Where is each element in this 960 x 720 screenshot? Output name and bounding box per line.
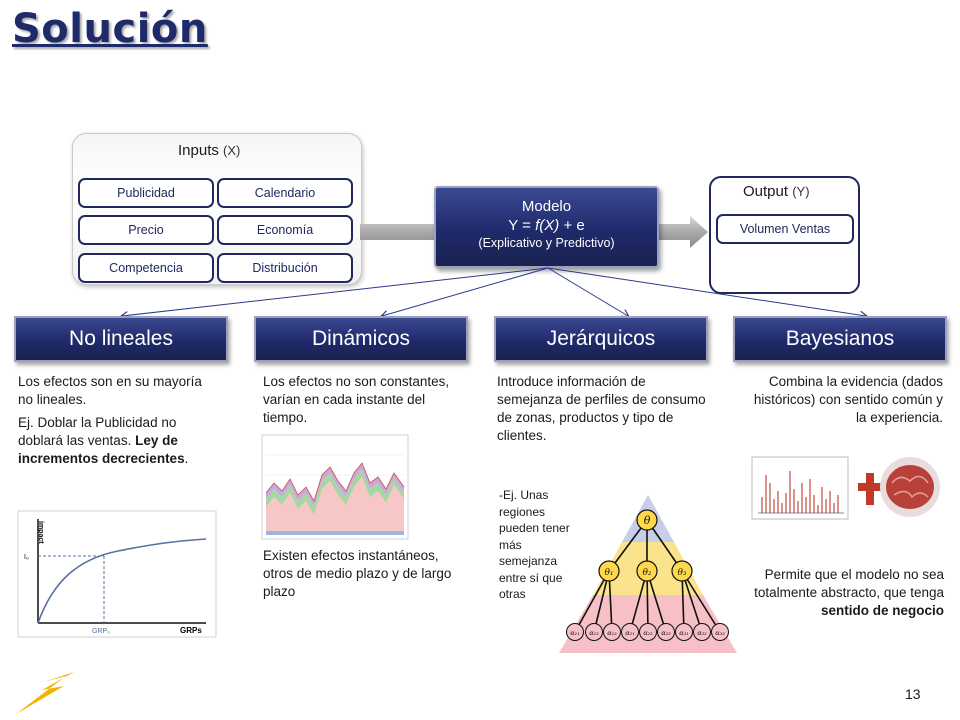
hier-label-bot-4: α₂₁: [625, 629, 635, 637]
model-eq-prefix: Y =: [508, 217, 536, 234]
bayesianos-text1: Combina la evidencia (dados históricos) …: [753, 374, 943, 425]
chart-y-marker: I₀: [24, 554, 29, 561]
category-dinamicos: Dinámicos: [254, 316, 468, 362]
no-lineales-text2c: .: [184, 451, 189, 466]
diminishing-returns-chart: impact I₀ GRP₀ GRPs: [17, 510, 217, 638]
hier-label-mid-2: θ₂: [642, 568, 651, 578]
inputs-title-paren: (X): [223, 143, 241, 158]
category-bayesianos: Bayesianos: [733, 316, 947, 362]
model-eq-func: f(X): [535, 217, 560, 234]
model-eq-suffix: + e: [559, 217, 585, 234]
dinamicos-text2: Existen efectos instantáneos, otros de m…: [263, 548, 452, 599]
hier-label-mid-1: θ₁: [604, 568, 613, 578]
output-title-text: Output: [743, 183, 789, 200]
output-title: Output (Y): [743, 183, 810, 200]
category-no-lineales: No lineales: [14, 316, 228, 362]
hier-label-bot-8: α₃₂: [697, 629, 707, 637]
no-lineales-text1: Los efectos son en su mayoría no lineale…: [18, 374, 202, 407]
histogram-thumbnail: [751, 456, 849, 520]
jerarquicos-text1: Introduce información de semejanza de pe…: [497, 374, 706, 443]
hier-label-bot-3: α₁₃: [607, 629, 617, 637]
category-jerarquicos: Jerárquicos: [494, 316, 708, 362]
bayesianos-text2b: sentido de negocio: [820, 603, 944, 618]
hier-label-mid-3: θ₃: [677, 568, 686, 578]
node-theta3: [671, 560, 693, 582]
hier-label-bot-2: α₁₂: [589, 629, 599, 637]
model-subtitle: (Explicativo y Predictivo): [478, 236, 615, 250]
model-equation: Y = f(X) + e: [436, 216, 657, 235]
plus-icon: [858, 473, 882, 505]
input-pill-calendario: Calendario: [217, 178, 353, 208]
output-pill-volumen: Volumen Ventas: [716, 214, 854, 244]
output-title-paren: (Y): [792, 184, 810, 199]
model-box: Modelo Y = f(X) + e (Explicativo y Predi…: [434, 186, 659, 268]
time-series-image: [261, 434, 409, 540]
hier-label-bot-7: α₃₁: [679, 629, 689, 637]
chart-x-marker: GRP₀: [92, 628, 110, 635]
node-theta: [636, 509, 658, 531]
inputs-panel: Inputs (X) Publicidad Calendario Precio …: [72, 133, 362, 285]
no-lineales-text2: Ej. Doblar la Publicidad no doblará las …: [18, 414, 214, 468]
no-lineales-text2a: Ej. Doblar la Publicidad no doblará las …: [18, 415, 177, 448]
brain-icon: [880, 457, 940, 517]
hier-label-bot-1: α₁₁: [570, 629, 580, 637]
hier-label-top: θ: [644, 514, 651, 527]
input-pill-competencia: Competencia: [78, 253, 214, 283]
dinamicos-text1: Los efectos no son constantes, varían en…: [263, 374, 450, 425]
input-pill-publicidad: Publicidad: [78, 178, 214, 208]
hierarchy-pyramid: θ θ₁ θ₂ θ₃ α₁₁ α₁₂ α₁₃ α₂₁ α₂₂ α₂₃ α₃₁ α…: [559, 495, 737, 653]
page-number: 13: [905, 686, 921, 702]
chart-ylabel: impact: [37, 521, 44, 544]
jerarquicos-text2: -Ej. Unas regiones pueden tener más seme…: [499, 488, 570, 601]
bayesianos-text2a: Permite que el modelo no sea totalmente …: [754, 567, 944, 600]
model-title: Modelo: [521, 198, 572, 215]
input-pill-economia: Economía: [217, 215, 353, 245]
input-pill-distribucion: Distribución: [217, 253, 353, 283]
hier-label-bot-5: α₂₂: [643, 629, 653, 637]
no-lineales-text2b: Ley de incrementos decrecientes: [18, 433, 185, 466]
inputs-title: Inputs (X): [178, 142, 240, 159]
inputs-title-text: Inputs: [178, 142, 219, 159]
output-panel: Output (Y) Volumen Ventas: [709, 176, 860, 294]
chart-xlabel: GRPs: [180, 626, 202, 635]
hier-label-bot-9: α₃₃: [715, 629, 725, 637]
hier-label-bot-6: α₂₃: [661, 629, 671, 637]
input-pill-precio: Precio: [78, 215, 214, 245]
no-lineales-text: Los efectos son en su mayoría no lineale…: [18, 373, 214, 473]
node-theta2: [636, 560, 658, 582]
bayesianos-text2: Permite que el modelo no sea totalmente …: [748, 566, 944, 620]
response-curve: [37, 538, 207, 624]
brand-logo-icon: [16, 672, 74, 714]
node-theta1: [598, 560, 620, 582]
slide-title: Solución: [12, 6, 208, 52]
bayesian-image: [751, 456, 940, 520]
